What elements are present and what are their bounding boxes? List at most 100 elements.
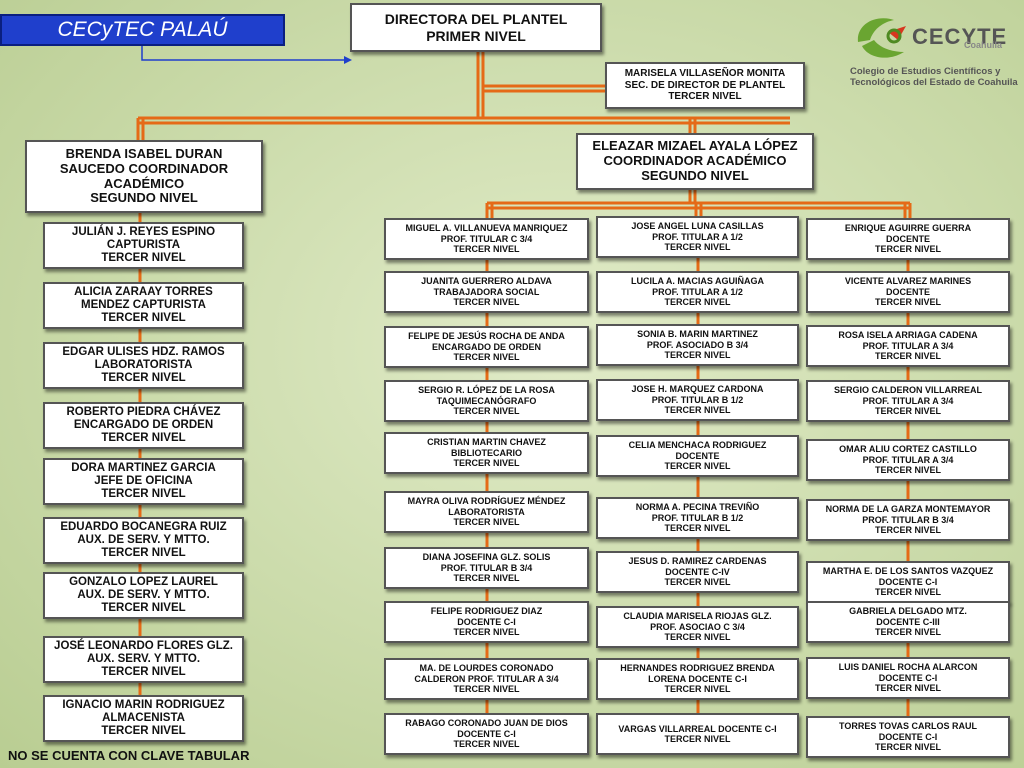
column-a-box-line: JUANITA GUERRERO ALDAVA [421, 276, 552, 287]
left-staff-box-line: MENDEZ CAPTURISTA [80, 298, 206, 311]
column-a-box-line: PROF. TITULAR C 3/4 [440, 233, 533, 244]
column-b-box-line: PROF. ASOCIADO B 3/4 [646, 339, 749, 350]
left-staff-box-line: AUX. DE SERV. Y MTTO. [77, 588, 210, 601]
column-b-box-line: CELIA MENCHACA RODRIGUEZ [628, 440, 767, 451]
column-c-box-line: ENRIQUE AGUIRRE GUERRA [844, 223, 972, 234]
left-staff-box-line: AUX. SERV. Y MTTO. [86, 652, 201, 665]
logo-description: Colegio de Estudios Científicos y Tecnol… [850, 66, 1024, 89]
left-staff-box-line: AUX. DE SERV. Y MTTO. [77, 533, 210, 546]
left-staff-box-line: CAPTURISTA [106, 238, 181, 251]
secretary-box-line: SEC. DE DIRECTOR DE PLANTEL [624, 79, 786, 91]
left-staff-box-line: ALICIA ZARAAY TORRES [74, 285, 213, 298]
left-staff-box-line: GONZALO LOPEZ LAUREL [69, 575, 218, 588]
column-c-box-line: SERGIO CALDERON VILLARREAL [833, 385, 982, 396]
left-staff-box-line: TERCER NIVEL [101, 725, 186, 738]
column-a-box-line: MIGUEL A. VILLANUEVA MANRIQUEZ [405, 223, 568, 234]
left-staff-box-line: TERCER NIVEL [101, 252, 186, 265]
column-b-box-line: TERCER NIVEL [664, 734, 731, 744]
left-staff-box-line: JOSÉ LEONARDO FLORES GLZ. [54, 639, 233, 652]
column-b-box-line: TERCER NIVEL [664, 242, 731, 253]
left-staff-box-line: ENCARGADO DE ORDEN [73, 418, 214, 431]
left-staff-box-line: DORA MARTINEZ GARCIA [71, 461, 216, 474]
column-a-box-line: DOCENTE C-I [457, 616, 516, 627]
column-b-box-line: HERNANDES RODRIGUEZ BRENDA [620, 663, 775, 674]
column-b-box-line: PROF. TITULAR B 1/2 [651, 512, 744, 523]
column-c-box-line: TERCER NIVEL [874, 587, 941, 598]
column-b-box-line: DOCENTE C-IV [665, 566, 730, 577]
column-b-box: CLAUDIA MARISELA RIOJAS GLZ.PROF. ASOCIA… [596, 606, 799, 648]
left-staff-box-line: TERCER NIVEL [101, 372, 186, 385]
left-staff-box-line: EDGAR ULISES HDZ. RAMOS [62, 345, 225, 358]
column-a-box-line: CALDERON PROF. TITULAR A 3/4 [414, 673, 559, 684]
coordinator-left-box-line: ACADÉMICO [103, 175, 185, 191]
column-c-box-line: DOCENTE C-I [878, 731, 938, 742]
column-a-box-line: TERCER NIVEL [453, 627, 520, 638]
column-c-box-line: TERCER NIVEL [874, 244, 941, 255]
column-b-box-line: VARGAS VILLARREAL DOCENTE C-I [618, 723, 777, 734]
column-a-box-line: TRABAJADORA SOCIAL [433, 286, 540, 297]
column-a-box-line: TERCER NIVEL [453, 244, 520, 255]
column-b-box-line: TERCER NIVEL [664, 523, 731, 534]
column-b-box-line: LORENA DOCENTE C-I [648, 673, 747, 684]
column-b-box-line: SONIA B. MARIN MARTINEZ [637, 329, 758, 340]
column-c-box-line: PROF. TITULAR A 3/4 [862, 395, 954, 406]
secretary-box-line: TERCER NIVEL [668, 91, 742, 103]
column-a-box-line: DOCENTE C-I [457, 728, 516, 739]
coordinator-right-box-line: SEGUNDO NIVEL [641, 167, 749, 183]
column-a-box-line: TERCER NIVEL [453, 458, 520, 469]
column-a-box-line: DIANA JOSEFINA GLZ. SOLIS [422, 552, 551, 563]
column-b-box-line: TERCER NIVEL [664, 350, 731, 361]
column-a-box-line: TERCER NIVEL [453, 406, 520, 417]
left-staff-box-line: ALMACENISTA [102, 711, 185, 724]
column-c-box-line: OMAR ALIU CORTEZ CASTILLO [839, 444, 977, 455]
coordinator-left-box-line: SAUCEDO COORDINADOR [59, 160, 229, 176]
column-c-box-line: LUIS DANIEL ROCHA ALARCON [838, 662, 978, 673]
column-b-box-line: PROF. TITULAR A 1/2 [652, 231, 743, 242]
column-c-box-line: NORMA DE LA GARZA MONTEMAYOR [825, 504, 991, 515]
column-c-box-line: PROF. TITULAR B 3/4 [862, 514, 954, 525]
column-b-box-line: TERCER NIVEL [664, 632, 731, 643]
director-box-line: PRIMER NIVEL [426, 27, 526, 44]
column-c-box-line: TERCER NIVEL [874, 742, 941, 753]
column-c-box-line: DOCENTE C-III [876, 616, 940, 627]
column-a-box-line: BIBLIOTECARIO [451, 447, 522, 458]
column-b-box-line: PROF. TITULAR A 1/2 [652, 286, 743, 297]
column-c-box-line: TERCER NIVEL [874, 351, 941, 362]
column-a-box-line: SERGIO R. LÓPEZ DE LA ROSA [418, 385, 555, 396]
column-b-box-line: TERCER NIVEL [664, 684, 731, 695]
column-c-box-line: TERCER NIVEL [874, 297, 941, 308]
left-staff-box-line: TERCER NIVEL [101, 312, 186, 325]
column-b-box-line: TERCER NIVEL [664, 461, 731, 472]
column-a-box-line: TERCER NIVEL [453, 573, 520, 584]
column-b-box-line: PROF. TITULAR B 1/2 [651, 394, 744, 405]
cecyte-emblem-icon [857, 18, 906, 58]
left-staff-box-line: EDUARDO BOCANEGRA RUIZ [60, 520, 227, 533]
left-staff-box-line: JULIÁN J. REYES ESPINO [71, 225, 216, 238]
column-b-box-line: JOSE ANGEL LUNA CASILLAS [631, 221, 764, 232]
column-a-box-line: LABORATORISTA [448, 506, 525, 517]
column-c-box-line: TORRES TOVAS CARLOS RAUL [838, 721, 977, 732]
column-c-box-line: DOCENTE [885, 233, 930, 244]
column-a-box-line: MAYRA OLIVA RODRÍGUEZ MÉNDEZ [407, 496, 566, 507]
column-a-box-line: TERCER NIVEL [453, 517, 520, 528]
logo-desc-line-2: Tecnológicos del Estado de Coahuila [850, 77, 1018, 89]
